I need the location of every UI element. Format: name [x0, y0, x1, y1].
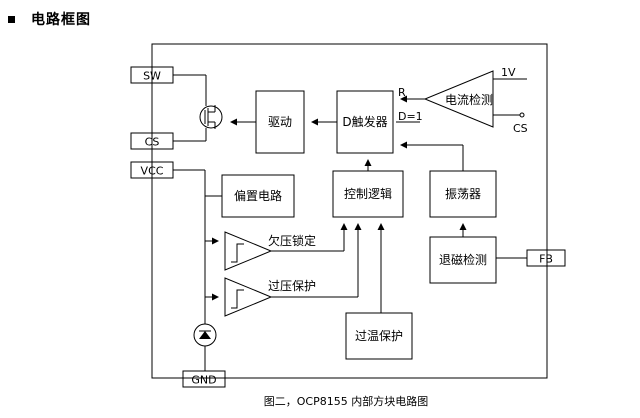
pin-gnd-box	[182, 370, 226, 388]
pin-sw-label: SW	[143, 70, 161, 83]
reset-label: R	[398, 86, 406, 99]
d-flipflop-label: D触发器	[342, 114, 387, 129]
uvlo-hysteresis-icon	[231, 243, 244, 263]
mosfet-symbol-icon	[199, 105, 223, 129]
pin-cs-label: CS	[145, 136, 160, 149]
figure-caption: 图二，OCP8155 内部方块电路图	[264, 394, 428, 408]
bias-circuit-label: 偏置电路	[234, 188, 282, 203]
demag-detect-label: 退磁检测	[439, 252, 487, 267]
reference-voltage-label: 1V	[501, 66, 516, 79]
current-detect-label: 电流检测	[445, 92, 493, 107]
ovp-hysteresis-icon	[231, 289, 244, 309]
oscillator-label: 振荡器	[445, 187, 481, 201]
otp-block	[345, 312, 413, 360]
pin-gnd-label: GND	[191, 374, 216, 387]
cs-input-label: CS	[513, 122, 528, 135]
uvlo-label: 欠压锁定	[268, 233, 316, 248]
pin-fb-label: FB	[539, 253, 553, 266]
d-input-label: D=1	[398, 110, 423, 123]
section-title: 电路框图	[31, 12, 91, 28]
ovp-comparator	[224, 277, 273, 317]
current-sense-comparator	[423, 70, 494, 128]
ovp-label: 过压保护	[268, 279, 316, 293]
control-logic-label: 控制逻辑	[344, 187, 392, 201]
otp-label: 过温保护	[355, 329, 403, 343]
driver-label: 驱动	[268, 115, 292, 129]
pin-vcc-label: VCC	[141, 165, 164, 178]
cs-input-node	[519, 112, 525, 118]
section-header: 电路框图	[8, 8, 91, 30]
square-bullet-icon	[8, 15, 15, 23]
uvlo-comparator	[224, 231, 273, 271]
chip-outline	[151, 43, 548, 379]
